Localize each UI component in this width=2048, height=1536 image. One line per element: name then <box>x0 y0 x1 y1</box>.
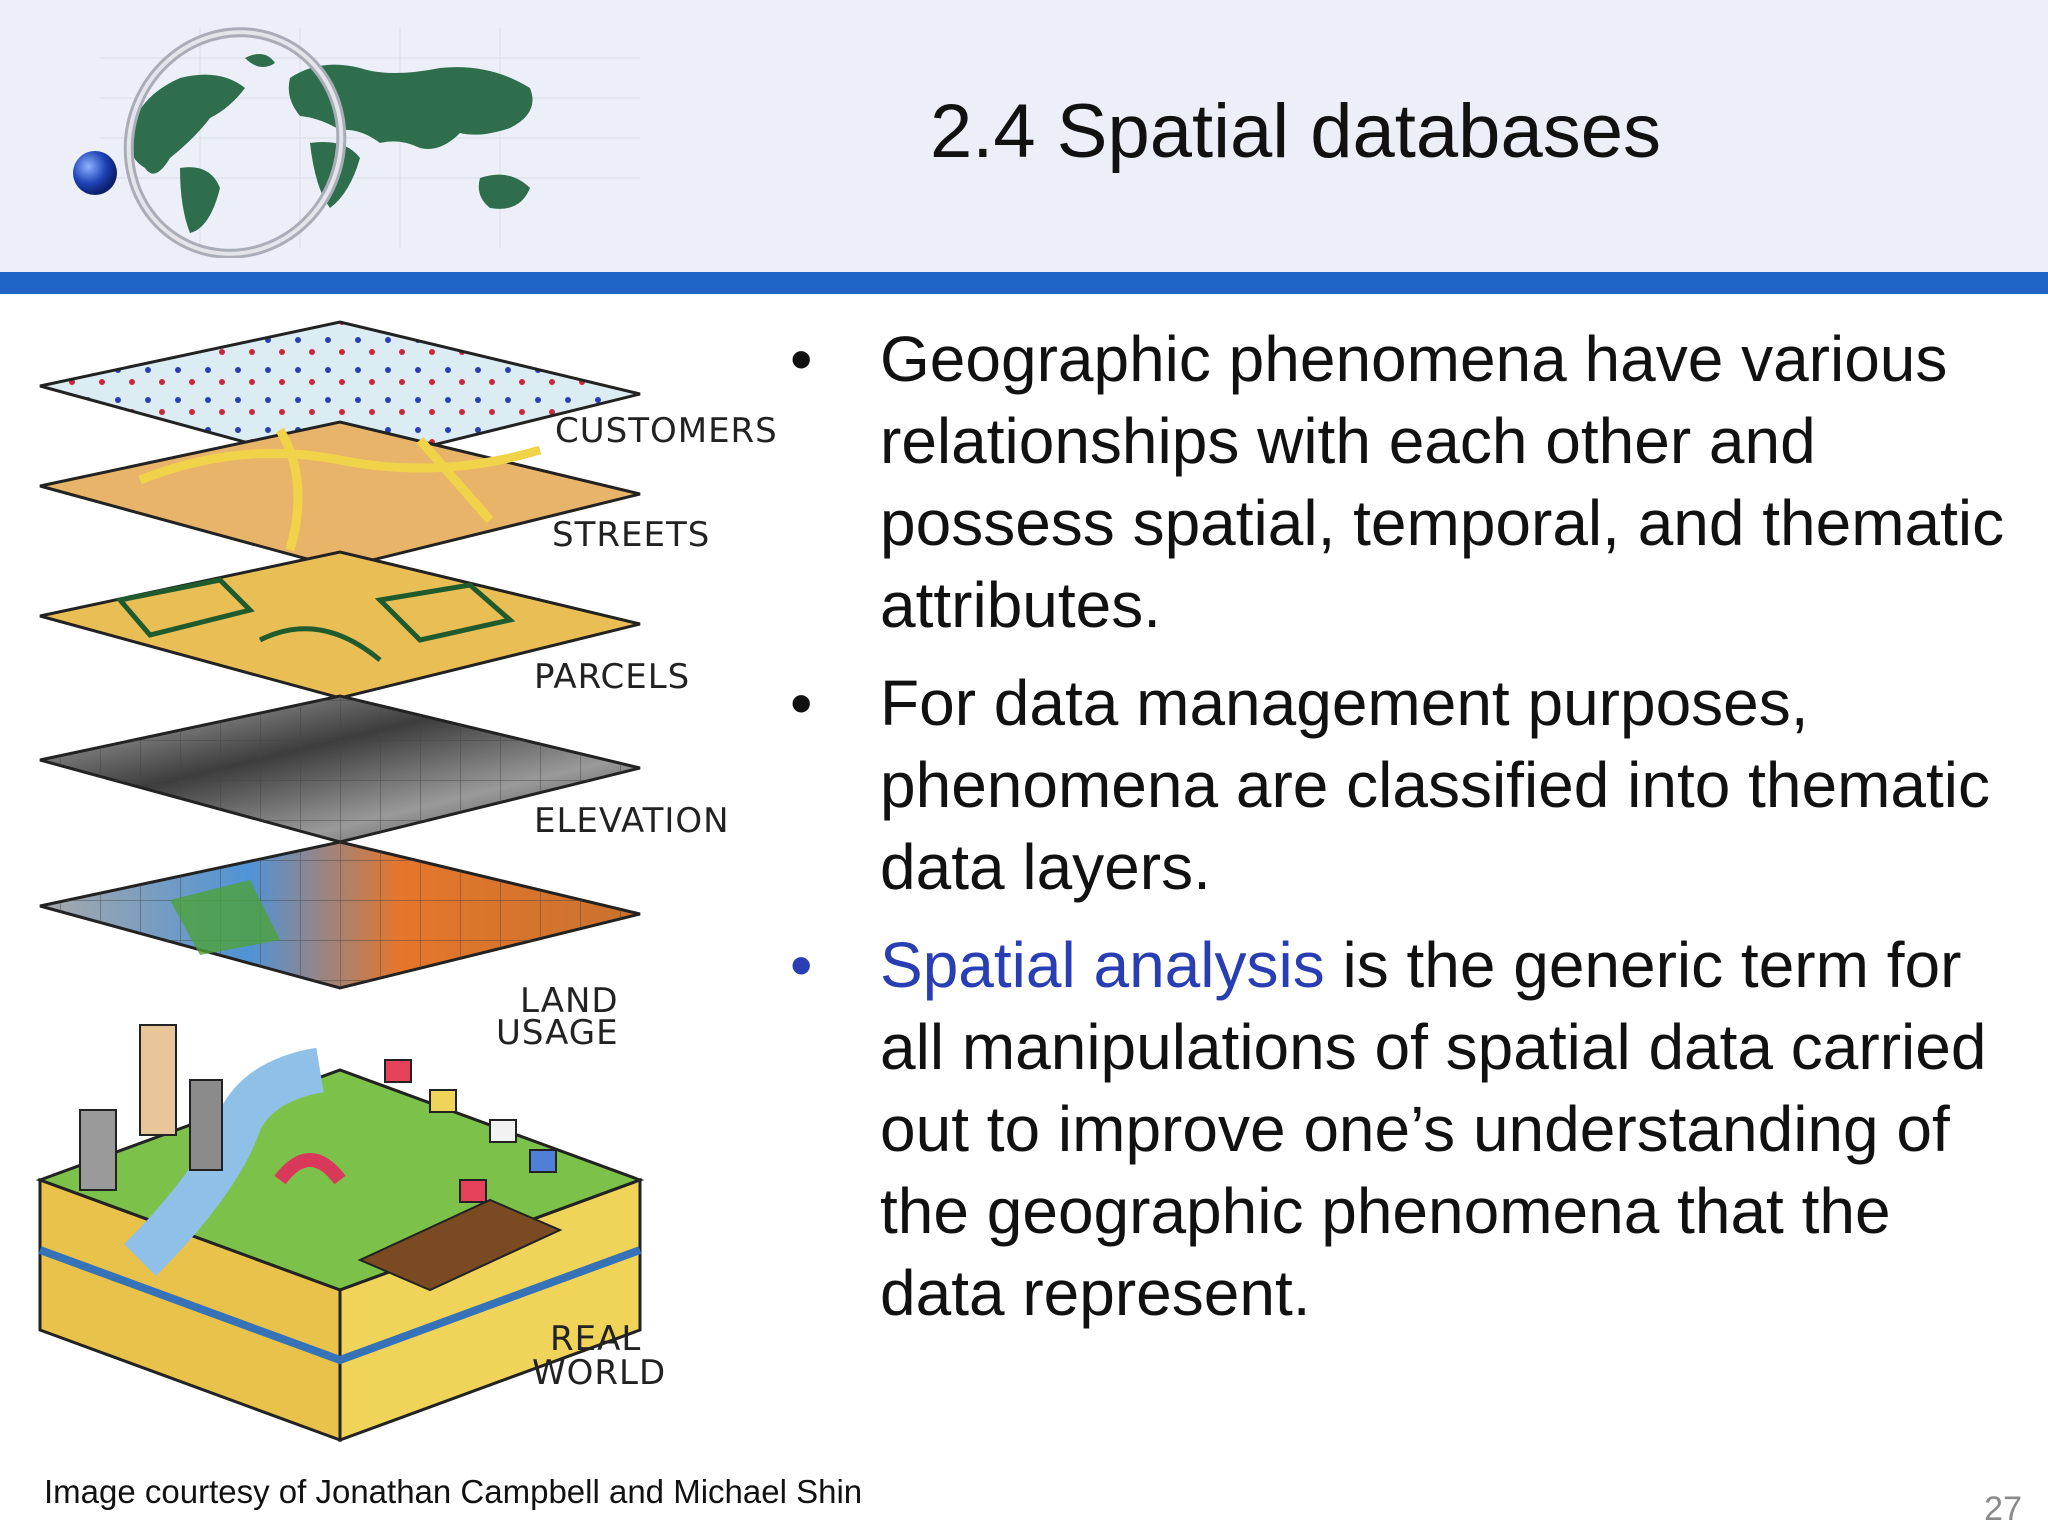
layer-parcels <box>39 550 641 700</box>
label-streets: STREETS <box>552 515 710 555</box>
label-world: WORLD <box>532 1353 666 1393</box>
layer-land-usage <box>39 840 641 990</box>
image-credit: Image courtesy of Jonathan Campbell and … <box>44 1473 863 1510</box>
label-elevation: ELEVATION <box>534 801 730 841</box>
bullet-marker: • <box>790 929 813 1001</box>
bullet-text: is the generic term for all manipulation… <box>880 929 1987 1329</box>
globe-logo-icon <box>73 27 640 258</box>
slide-title: 2.4 Spatial databases <box>930 89 1661 174</box>
bullet-item: • Geographic phenomena have various rela… <box>790 318 2010 646</box>
highlighted-term: Spatial analysis <box>880 929 1325 1001</box>
bullet-list: • Geographic phenomena have various rela… <box>790 318 2010 1350</box>
layer-streets <box>39 420 641 570</box>
label-land: LAND <box>520 981 619 1021</box>
gis-layers-illustration: CUSTOMERS STREETS PARCELS ELEVATION LAND… <box>35 320 778 1443</box>
label-real: REAL <box>550 1319 641 1359</box>
page-number: 27 <box>1984 1490 2022 1528</box>
label-parcels: PARCELS <box>534 657 690 697</box>
bullet-marker: • <box>790 667 813 739</box>
bullet-text: For data management purposes, phenomena … <box>880 667 1990 903</box>
bullet-item: • For data management purposes, phenomen… <box>790 662 2010 908</box>
layer-real-world <box>35 1024 645 1443</box>
label-usage: USAGE <box>496 1013 619 1053</box>
layer-elevation <box>39 694 641 844</box>
bullet-marker: • <box>790 323 813 395</box>
bullet-item: • Spatial analysis is the generic term f… <box>790 924 2010 1334</box>
layer-customers <box>39 320 641 470</box>
label-customers: CUSTOMERS <box>555 411 778 451</box>
bullet-text: Geographic phenomena have various relati… <box>880 323 2005 641</box>
header-accent-bar <box>0 272 2048 294</box>
